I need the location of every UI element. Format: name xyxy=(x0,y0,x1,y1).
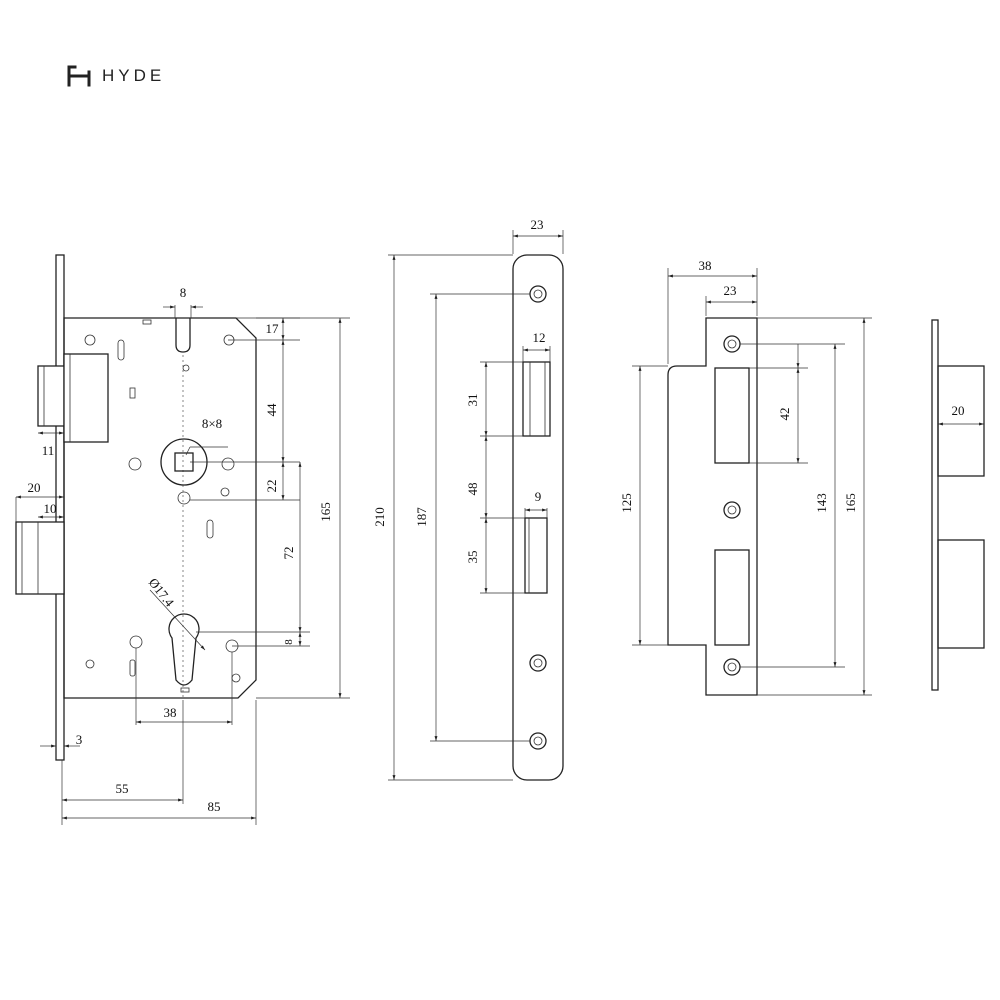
dim-latch-bolt-gap: 48 xyxy=(465,483,480,496)
dim-hub-hole: 22 xyxy=(264,480,279,493)
dim-deadbolt-projection: 20 xyxy=(28,480,41,495)
lock-body-drawing: 8 17 44 22 72 8 165 8×8 Ø xyxy=(15,254,350,825)
faceplate-bolt xyxy=(524,517,548,594)
faceplate-outline xyxy=(512,254,564,781)
brand-name: HYDE xyxy=(102,66,166,85)
dim-faceplate-length: 210 xyxy=(372,507,387,527)
dim-cylinder-hole: 8 xyxy=(283,639,295,645)
dim-cylinder-spacing: 38 xyxy=(164,705,177,720)
strike-box-plate xyxy=(931,319,939,691)
strike-box-lower xyxy=(937,539,985,649)
dim-bolt-height: 35 xyxy=(465,551,480,564)
dim-bolt-width: 9 xyxy=(535,489,542,504)
dim-latch-projection: 11 xyxy=(42,443,55,458)
h-monogram-icon xyxy=(67,65,91,87)
lock-faceplate xyxy=(55,254,65,761)
dim-spindle-hub: 44 xyxy=(264,403,279,417)
strike-box-upper xyxy=(937,365,985,477)
dim-strike-plate-width: 23 xyxy=(724,283,737,298)
dim-body-height: 165 xyxy=(318,502,333,522)
strike-plate-outline xyxy=(667,317,758,696)
strike-latch-opening xyxy=(714,367,750,464)
dim-strike-width: 38 xyxy=(699,258,712,273)
dim-strike-lip: 125 xyxy=(619,493,634,513)
dim-body-depth: 85 xyxy=(208,799,221,814)
dim-deadbolt-inner: 10 xyxy=(44,501,57,516)
latch-bolt xyxy=(37,365,65,427)
dim-spindle-square: 8×8 xyxy=(202,416,222,431)
cylinder-cutout xyxy=(168,613,200,686)
dim-strike-opening: 42 xyxy=(777,408,792,421)
dim-backset: 55 xyxy=(116,781,129,796)
strike-plate-drawing: 38 23 42 125 143 165 xyxy=(619,258,872,696)
dim-top-offset: 17 xyxy=(266,321,280,336)
dim-spindle-slot: 8 xyxy=(180,285,187,300)
dim-box-depth: 20 xyxy=(952,403,965,418)
dim-strike-screws: 143 xyxy=(814,493,829,513)
deadbolt xyxy=(15,521,65,595)
dim-strike-height: 165 xyxy=(843,493,858,513)
strike-box-drawing: 20 xyxy=(931,319,985,691)
faceplate-drawing: 23 210 187 12 31 48 35 xyxy=(372,217,564,781)
top-slot xyxy=(175,318,191,353)
dim-faceplate-thickness: 3 xyxy=(76,732,83,747)
brand-header: HYDE xyxy=(66,62,165,90)
faceplate-latch xyxy=(522,361,551,437)
dim-latch-depth: 12 xyxy=(533,330,546,345)
dim-faceplate-width: 23 xyxy=(531,217,544,232)
dim-latch-height: 31 xyxy=(465,394,480,407)
dim-cylinder-offset: 72 xyxy=(281,547,296,560)
dim-screw-spacing: 187 xyxy=(414,507,429,527)
latch-housing xyxy=(63,353,109,443)
strike-bolt-opening xyxy=(714,549,750,646)
dim-cylinder-diameter: Ø17.4 xyxy=(146,575,178,610)
